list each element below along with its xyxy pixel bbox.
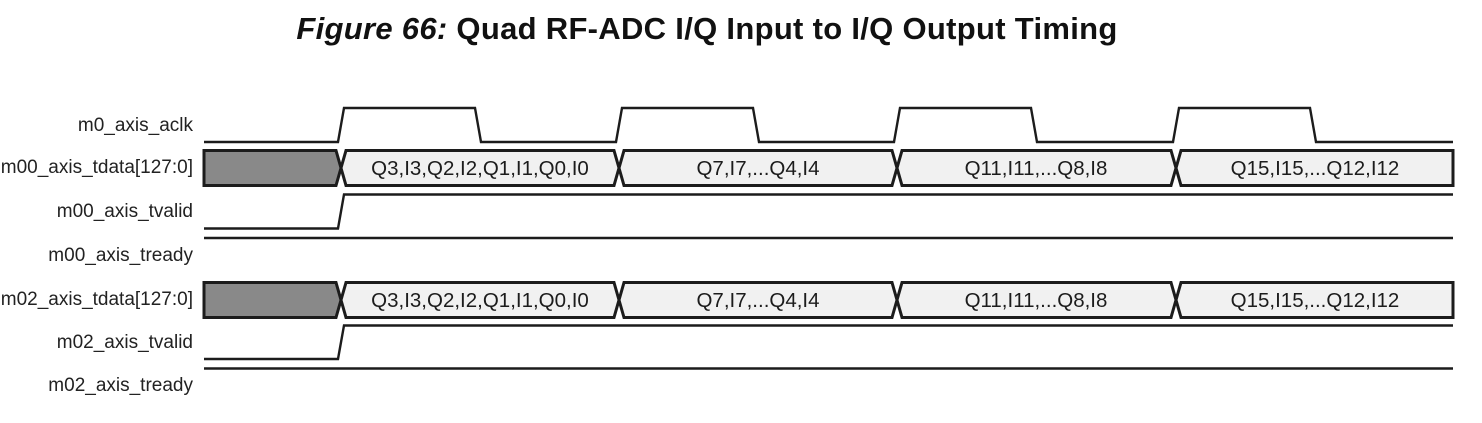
m02-tdata-segment-1-label: Q3,I3,Q2,I2,Q1,I1,Q0,I0 <box>371 289 589 312</box>
m0-axis-aclk-waveform <box>204 106 1453 144</box>
m02-tdata-segment-1 <box>339 281 621 319</box>
m00-tdata-segment-2 <box>617 149 899 187</box>
signal-label-m00-axis-tready: m00_axis_tready <box>48 245 193 266</box>
m02-tdata-segment-4-label: Q15,I15,...Q12,I12 <box>1231 289 1400 312</box>
signal-label-m00-axis-tdata: m00_axis_tdata[127:0] <box>0 157 193 178</box>
figure-title: Figure 66: Quad RF-ADC I/Q Input to I/Q … <box>0 8 1414 50</box>
m00-tdata-invalid-segment <box>202 149 343 187</box>
m02-tdata-segment-3 <box>895 281 1178 319</box>
signal-label-m00-axis-tvalid: m00_axis_tvalid <box>56 201 193 222</box>
signal-label-m0-axis-aclk: m0_axis_aclk <box>77 115 193 136</box>
signal-label-m02-axis-tready: m02_axis_tready <box>48 375 193 396</box>
m00-axis-tdata-bus: Q3,I3,Q2,I2,Q1,I1,Q0,I0 Q7,I7,...Q4,I4 Q… <box>202 149 1455 187</box>
m02-tdata-segment-2-label: Q7,I7,...Q4,I4 <box>696 289 819 312</box>
signal-label-m02-axis-tdata: m02_axis_tdata[127:0] <box>0 289 193 310</box>
m00-tdata-segment-2-label: Q7,I7,...Q4,I4 <box>696 157 819 180</box>
m00-tdata-segment-1 <box>339 149 621 187</box>
m00-tdata-segment-1-label: Q3,I3,Q2,I2,Q1,I1,Q0,I0 <box>371 157 589 180</box>
figure-number-label: Figure 66: <box>296 11 448 46</box>
m02-tdata-segment-3-label: Q11,I11,...Q8,I8 <box>965 289 1108 312</box>
m00-tdata-segment-4-label: Q15,I15,...Q12,I12 <box>1231 157 1400 180</box>
m02-axis-tvalid-waveform <box>204 324 1453 361</box>
m00-tdata-segment-4 <box>1174 149 1455 187</box>
signal-label-m02-axis-tvalid: m02_axis_tvalid <box>56 332 193 353</box>
m00-axis-tvalid-waveform <box>204 193 1453 230</box>
m02-tdata-segment-2 <box>617 281 899 319</box>
m00-tdata-segment-3-label: Q11,I11,...Q8,I8 <box>965 157 1108 180</box>
m02-tdata-invalid-segment <box>202 281 343 319</box>
m02-tdata-segment-4 <box>1174 281 1455 319</box>
figure-title-text: Quad RF-ADC I/Q Input to I/Q Output Timi… <box>456 11 1118 46</box>
m00-tdata-segment-3 <box>895 149 1178 187</box>
m02-axis-tdata-bus: Q3,I3,Q2,I2,Q1,I1,Q0,I0 Q7,I7,...Q4,I4 Q… <box>202 281 1455 319</box>
